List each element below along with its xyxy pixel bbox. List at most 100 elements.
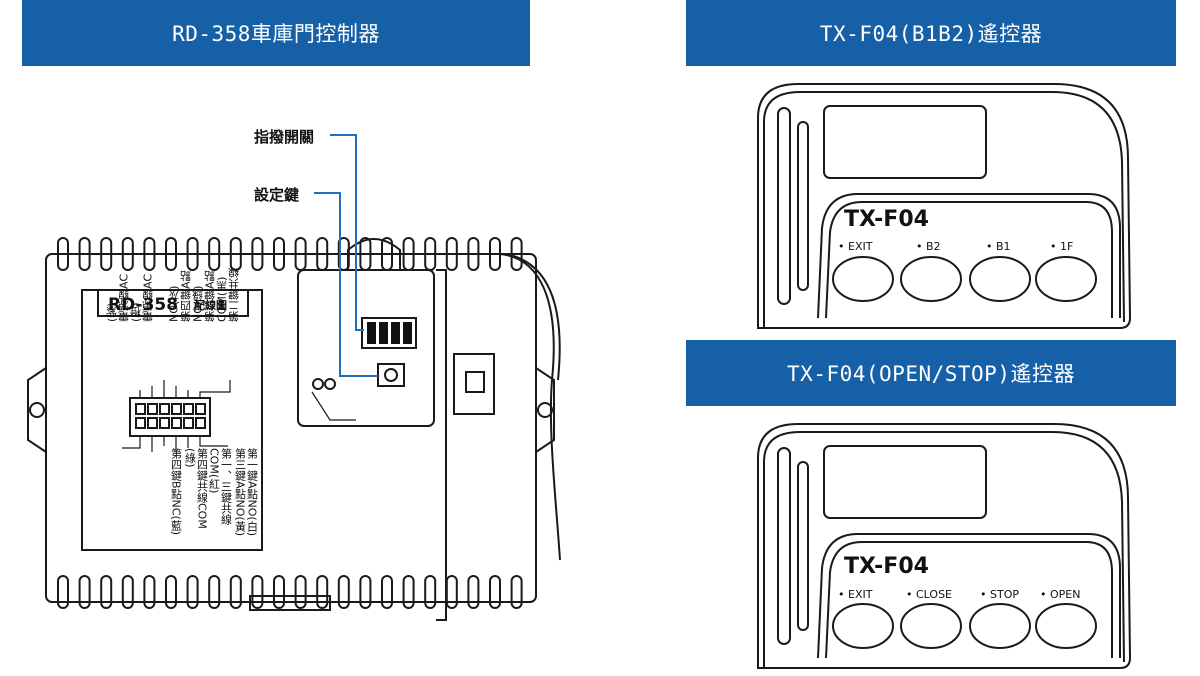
dip-switch-pole-3	[391, 322, 400, 344]
bottom-vent-slot	[445, 575, 458, 609]
remote1-btn-label-2: • B2	[916, 240, 941, 253]
remote2-model: TX-F04	[844, 554, 929, 579]
antenna-wire	[499, 253, 561, 561]
wiring-label-bottom: 第一鍵A點NO(白)	[246, 447, 259, 536]
terminal-block	[129, 397, 211, 437]
side-bracket	[436, 269, 447, 621]
top-vent-slot	[57, 237, 69, 271]
remote1-button-panel	[817, 193, 1121, 319]
remote2-title: TX-F04(OPEN/STOP)遙控器	[787, 362, 1075, 386]
dip-switch-pole-2	[379, 322, 388, 344]
controller-title: RD-358車庫門控制器	[172, 22, 380, 46]
remote2-btn-label-1: • EXIT	[838, 588, 873, 601]
top-vent-slot	[121, 237, 134, 271]
pcb-screw-2	[324, 378, 336, 390]
dip-switch-pole-4	[403, 322, 412, 344]
remote1-button-3[interactable]	[969, 256, 1031, 302]
remote2-button-1[interactable]	[832, 603, 894, 649]
terminal-pin	[159, 417, 170, 429]
setting-key	[377, 363, 405, 387]
terminal-pin	[195, 403, 206, 415]
wiring-label-top: 第二鍵共線	[228, 267, 241, 323]
bottom-vent-slot	[467, 575, 480, 609]
dip-switch-pole-1	[367, 322, 376, 344]
wiring-label-bottom: 第一、三鍵共線	[220, 447, 233, 525]
bottom-vent-grill	[57, 575, 523, 609]
remote2-button-2[interactable]	[900, 603, 962, 649]
remote2-button-3[interactable]	[969, 603, 1031, 649]
left-mount-hole	[29, 402, 45, 418]
terminal-pin	[147, 417, 158, 429]
remote2-body	[757, 423, 1132, 669]
terminal-pin	[135, 417, 146, 429]
remote1-title: TX-F04(B1B2)遙控器	[819, 22, 1043, 46]
wiring-label-bottom: (綠)	[184, 448, 197, 468]
remote2-button-panel-inner	[825, 541, 1113, 659]
wiring-label-top: 電源線AC	[118, 274, 131, 323]
wiring-label-top: (紫)	[106, 302, 119, 322]
bottom-vent-slot	[359, 575, 372, 609]
top-vent-slot	[186, 237, 199, 271]
bottom-vent-slot	[424, 575, 437, 609]
pcb-screw-1	[312, 378, 324, 390]
pcb-cover	[297, 269, 435, 427]
remote2-btn-label-4: • OPEN	[1040, 588, 1080, 601]
bottom-vent-slot	[78, 575, 91, 609]
remote1-window	[823, 105, 987, 179]
top-vent-slot	[445, 237, 458, 271]
remote1-body	[757, 83, 1132, 329]
remote1-grip-2	[797, 121, 809, 291]
wiring-label-top: 第四鍵A點	[180, 270, 193, 324]
wiring-label-top: 第二鍵A點	[204, 270, 217, 324]
remote2-window	[823, 445, 987, 519]
remote2-title-banner: TX-F04(OPEN/STOP)遙控器	[686, 340, 1176, 406]
bottom-vent-slot	[143, 575, 156, 609]
right-mount-hole	[537, 402, 553, 418]
remote2: TX-F04 • EXIT • CLOSE • STOP • OPEN	[757, 423, 1132, 669]
terminal-pin	[183, 403, 194, 415]
remote2-btn-label-3: • STOP	[980, 588, 1019, 601]
bottom-vent-slot	[57, 575, 69, 609]
bottom-tab	[249, 595, 331, 611]
terminal-pin	[135, 403, 146, 415]
pcb-cover-bump	[347, 238, 401, 270]
remote1-grip-1	[777, 107, 791, 305]
top-vent-slot	[467, 237, 480, 271]
remote1-title-banner: TX-F04(B1B2)遙控器	[686, 0, 1176, 66]
wiring-label-bottom: COM(紅)	[208, 448, 221, 493]
antenna-wire-2	[505, 253, 561, 381]
bottom-vent-slot	[251, 575, 264, 609]
terminal-pin	[171, 403, 182, 415]
wiring-label-top: COM(黑)	[216, 277, 229, 322]
remote2-button-panel	[817, 533, 1121, 659]
remote2-btn-label-2: • CLOSE	[906, 588, 952, 601]
top-vent-slot	[229, 237, 242, 271]
wiring-label-top: NO(灰)	[168, 286, 181, 322]
top-vent-slot	[100, 237, 113, 271]
setting-key-leader	[314, 192, 378, 377]
wiring-label-bottom: 第四鍵共線COM	[196, 447, 209, 529]
right-mount-ear	[535, 367, 555, 453]
remote1-model: TX-F04	[844, 207, 929, 232]
top-vent-slot	[143, 237, 156, 271]
top-vent-slot	[489, 237, 501, 271]
wiring-label-top: 電源線AC	[142, 274, 155, 323]
remote1-button-1[interactable]	[832, 256, 894, 302]
wiring-title-box	[97, 289, 249, 317]
top-vent-slot	[208, 237, 221, 271]
bottom-vent-slot	[229, 575, 242, 609]
remote1-button-2[interactable]	[900, 256, 962, 302]
wiring-title-model: RD-358	[108, 295, 178, 315]
dip-switch-leader	[330, 134, 364, 331]
top-vent-slot	[78, 237, 91, 271]
setting-key-label: 設定鍵	[254, 186, 300, 204]
bottom-vent-slot	[121, 575, 134, 609]
side-connector-window	[465, 371, 485, 393]
remote1-body-inner	[763, 91, 1125, 328]
bottom-vent-slot	[489, 575, 501, 609]
setting-key-cap	[384, 368, 398, 382]
remote2-button-4[interactable]	[1035, 603, 1097, 649]
remote1-button-4[interactable]	[1035, 256, 1097, 302]
bottom-vent-slot	[294, 575, 307, 609]
wiring-label-bottom: 第四鍵B點NC(藍)	[170, 447, 183, 535]
